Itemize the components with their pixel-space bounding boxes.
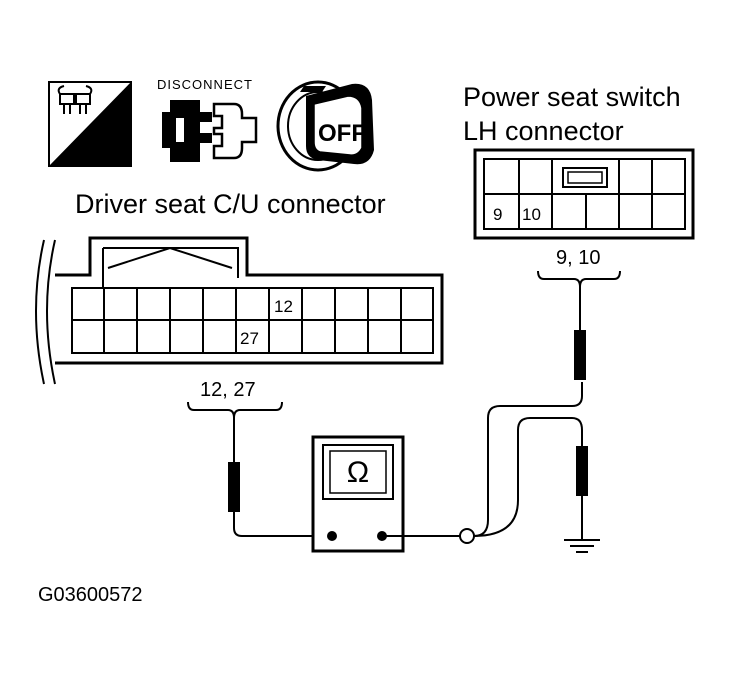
ignition-off-icon: OFF bbox=[276, 80, 374, 172]
ground-probe bbox=[576, 446, 588, 540]
driver-pin-27: 27 bbox=[240, 329, 259, 348]
driver-pin-12: 12 bbox=[274, 297, 293, 316]
switch-connector-title-line1: Power seat switch bbox=[463, 82, 681, 112]
hs-label: H.S. bbox=[74, 143, 115, 166]
switch-connector-title-line2: LH connector bbox=[463, 116, 624, 146]
switch-pin-9: 9 bbox=[493, 205, 502, 224]
switch-connector: 9 10 bbox=[473, 148, 695, 240]
disconnect-icon: DISCONNECT bbox=[157, 77, 258, 162]
meter-jack-left bbox=[327, 531, 337, 541]
driver-pin-callout: 12, 27 bbox=[200, 379, 256, 401]
switch-pin-10: 10 bbox=[522, 205, 541, 224]
left-probe bbox=[228, 418, 332, 537]
ground-icon bbox=[564, 539, 600, 553]
ohmmeter: Ω bbox=[311, 435, 405, 553]
figure-code: G03600572 bbox=[38, 584, 143, 606]
disconnect-label: DISCONNECT bbox=[157, 77, 253, 92]
driver-connector-title: Driver seat C/U connector bbox=[75, 189, 386, 219]
ohm-symbol: Ω bbox=[347, 456, 369, 489]
hs-icon: H.S. bbox=[48, 81, 132, 167]
wire-junction bbox=[459, 528, 475, 544]
switch-pin-callout: 9, 10 bbox=[556, 247, 600, 269]
switch-probe bbox=[574, 286, 586, 380]
off-label: OFF bbox=[318, 120, 366, 147]
driver-seat-connector: 12 27 bbox=[35, 236, 444, 385]
